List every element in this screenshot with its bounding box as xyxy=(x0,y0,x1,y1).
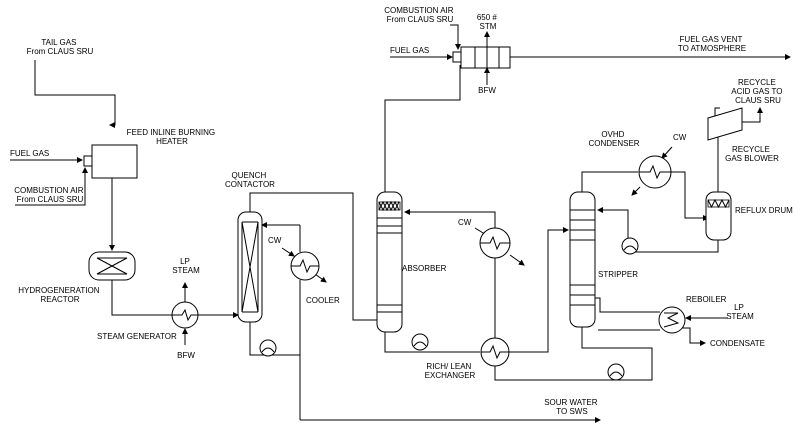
reflux-drum-label: REFLUX DRUM xyxy=(735,206,793,215)
hydrogenation-reactor xyxy=(88,251,136,281)
fuel-gas-left-label: FUEL GAS xyxy=(10,149,49,158)
absorber xyxy=(376,191,403,333)
quench-contactor-label: QUENCH CONTACTOR xyxy=(225,171,275,189)
feed-inline-heater-label: FEED INLINE BURNING HEATER xyxy=(127,128,218,146)
recycle-gas-blower xyxy=(707,107,743,141)
cooler xyxy=(290,251,320,281)
combustion-air-top-label: COMBUSTION AIR From CLAUS SRU xyxy=(384,6,456,24)
bfw-top-label: BFW xyxy=(478,86,496,95)
stripper xyxy=(569,191,596,328)
lean-pump xyxy=(607,363,625,381)
absorber-pump xyxy=(411,333,429,351)
combustion-air-left-label: COMBUSTION AIR From CLAUS SRU xyxy=(14,186,86,204)
cw-lean-label: CW xyxy=(458,218,472,227)
reboiler xyxy=(658,306,686,334)
steam-generator-label: STEAM GENERATOR xyxy=(97,332,177,341)
ovhd-condenser-label: OVHD CONDENSER xyxy=(588,130,639,148)
lp-steam-left-label: LP STEAM xyxy=(172,257,200,275)
ovhd-condenser xyxy=(638,155,672,189)
stm-650-label: 650 # STM xyxy=(477,13,499,31)
lean-cooler xyxy=(479,227,511,259)
absorber-label: ABSORBER xyxy=(402,264,447,273)
cooler-label: COOLER xyxy=(306,296,340,305)
stripper-label: STRIPPER xyxy=(598,270,638,279)
hydrogenation-reactor-label: HYDROGENERATION REACTOR xyxy=(18,286,101,304)
condensate-label: CONDENSATE xyxy=(710,339,765,348)
steam-generator xyxy=(171,301,199,329)
lp-steam-right-label: LP STEAM xyxy=(726,303,754,321)
sour-water-label: SOUR WATER TO SWS xyxy=(544,398,600,416)
quench-contactor xyxy=(237,211,263,323)
reflux-pump xyxy=(621,237,639,255)
fuel-gas-vent-label: FUEL GAS VENT TO ATMOSPHERE xyxy=(678,35,746,53)
incinerator xyxy=(452,46,511,69)
tail-gas-label: TAIL GAS From CLAUS SRU xyxy=(27,38,94,56)
feed-inline-burning-heater xyxy=(83,144,138,179)
recycle-acid-gas-label: RECYCLE ACID GAS TO CLAUS SRU xyxy=(731,78,785,105)
fuel-gas-top-label: FUEL GAS xyxy=(390,46,429,55)
rich-lean-exchanger xyxy=(480,337,510,367)
quench-pump xyxy=(259,339,277,357)
bfw-left-label: BFW xyxy=(177,351,195,360)
reflux-drum xyxy=(705,191,732,241)
reboiler-label: REBOILER xyxy=(686,295,727,304)
recycle-gas-blower-label: RECYCLE GAS BLOWER xyxy=(725,145,779,163)
cw-quench-label: CW xyxy=(268,236,282,245)
rich-lean-exchanger-label: RICH/ LEAN EXCHANGER xyxy=(425,362,476,380)
process-lines xyxy=(10,24,791,423)
cw-ovhd-label: CW xyxy=(673,133,687,142)
